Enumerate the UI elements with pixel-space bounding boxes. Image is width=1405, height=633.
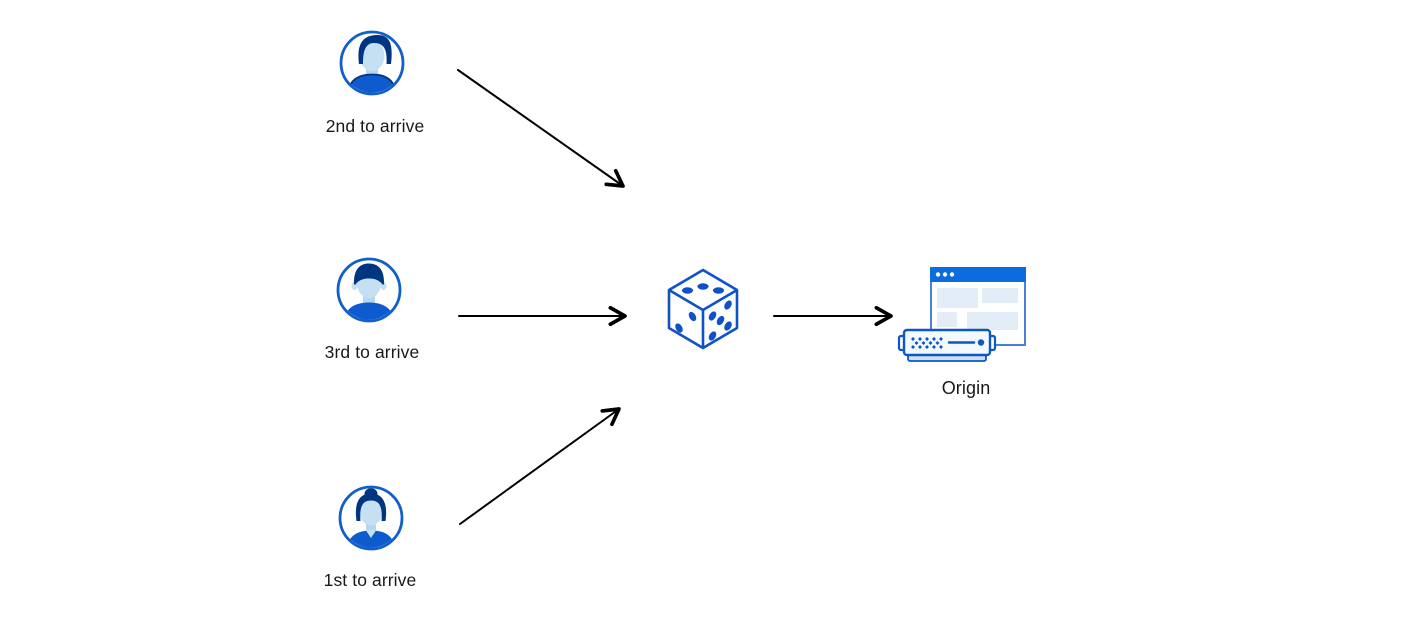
client-label-2nd: 2nd to arrive bbox=[325, 116, 425, 136]
client-label-3rd: 3rd to arrive bbox=[324, 342, 420, 362]
user-avatar-woman-bun-icon bbox=[338, 485, 404, 551]
user-avatar-man-swept-hair-icon bbox=[339, 30, 405, 96]
dice-icon bbox=[667, 268, 739, 350]
origin-node bbox=[895, 258, 1035, 368]
client-node-3rd bbox=[336, 257, 402, 323]
origin-label: Origin bbox=[941, 378, 991, 398]
server-icon bbox=[897, 328, 997, 362]
arrow-client1-to-dice bbox=[459, 407, 621, 525]
origin-server-icon bbox=[897, 267, 1026, 362]
randomizer-node bbox=[666, 268, 740, 350]
client-node-1st bbox=[338, 485, 404, 551]
client-node-2nd bbox=[339, 30, 405, 96]
browser-window-icon bbox=[930, 267, 1026, 346]
client-label-1st: 1st to arrive bbox=[323, 570, 417, 590]
user-avatar-man-short-hair-icon bbox=[336, 257, 402, 323]
